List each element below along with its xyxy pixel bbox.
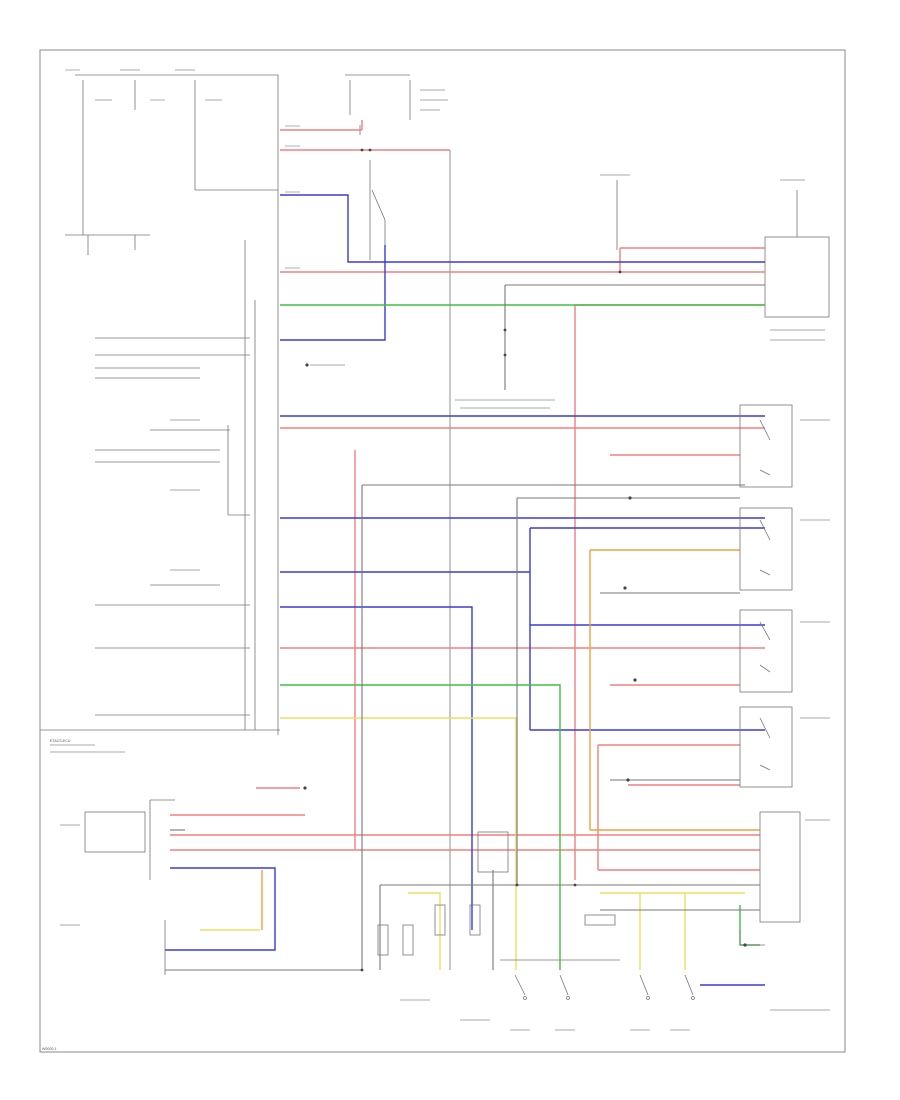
right-switch-modules [739, 404, 801, 923]
fuse-block-top-center [345, 74, 451, 970]
left-connector-strip [40, 240, 280, 731]
diagram-footer-code: W0000-1 [42, 1047, 57, 1051]
diagram-border [39, 49, 846, 1053]
fuse-block-top-left [65, 74, 279, 735]
bottom-connectors [377, 831, 765, 1000]
wires-orange [261, 549, 760, 930]
top-right-component [616, 180, 830, 318]
wires-red [170, 120, 765, 880]
left-bottom-modules [84, 799, 175, 975]
junction-dots [303, 148, 747, 972]
wires-blue [165, 194, 765, 986]
wires-gray [165, 284, 765, 971]
faint-labels [50, 69, 830, 1031]
module-label: ETACS-ECU [50, 739, 71, 743]
wires-yellow [200, 717, 745, 970]
